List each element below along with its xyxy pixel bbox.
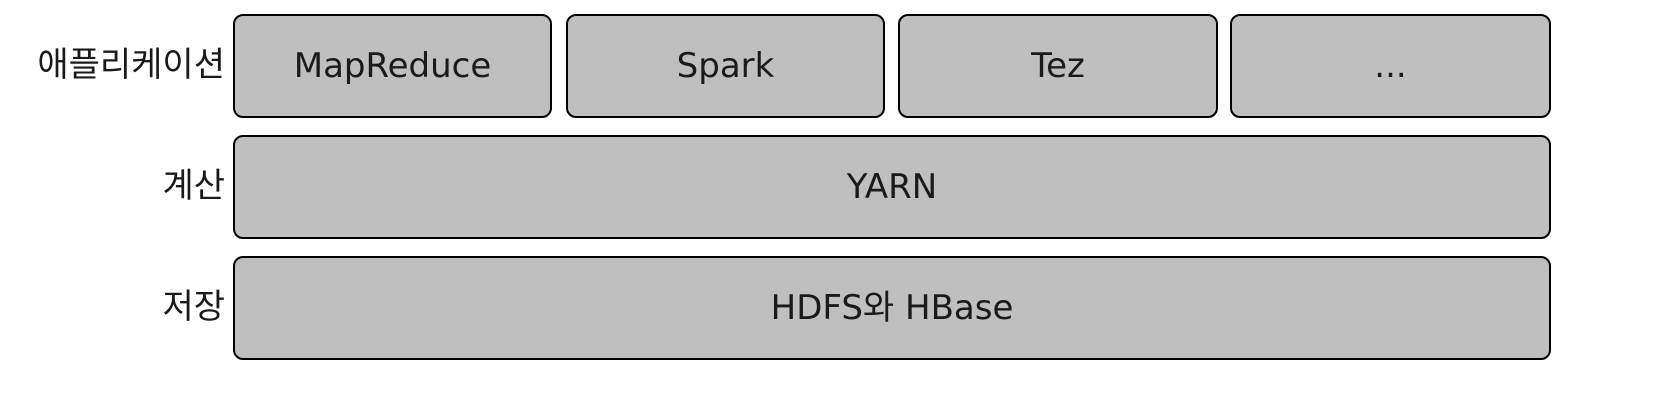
label-storage-layer: 저장 (162, 287, 225, 327)
box-spark: Spark (566, 14, 885, 118)
box-mapreduce: MapReduce (233, 14, 552, 118)
box-hdfs-hbase: HDFS와 HBase (233, 256, 1551, 360)
box-tez: Tez (898, 14, 1218, 118)
box-more-applications: ... (1230, 14, 1551, 118)
box-yarn: YARN (233, 135, 1551, 239)
label-application-layer: 애플리케이션 (37, 45, 225, 85)
label-compute-layer: 계산 (162, 166, 225, 206)
